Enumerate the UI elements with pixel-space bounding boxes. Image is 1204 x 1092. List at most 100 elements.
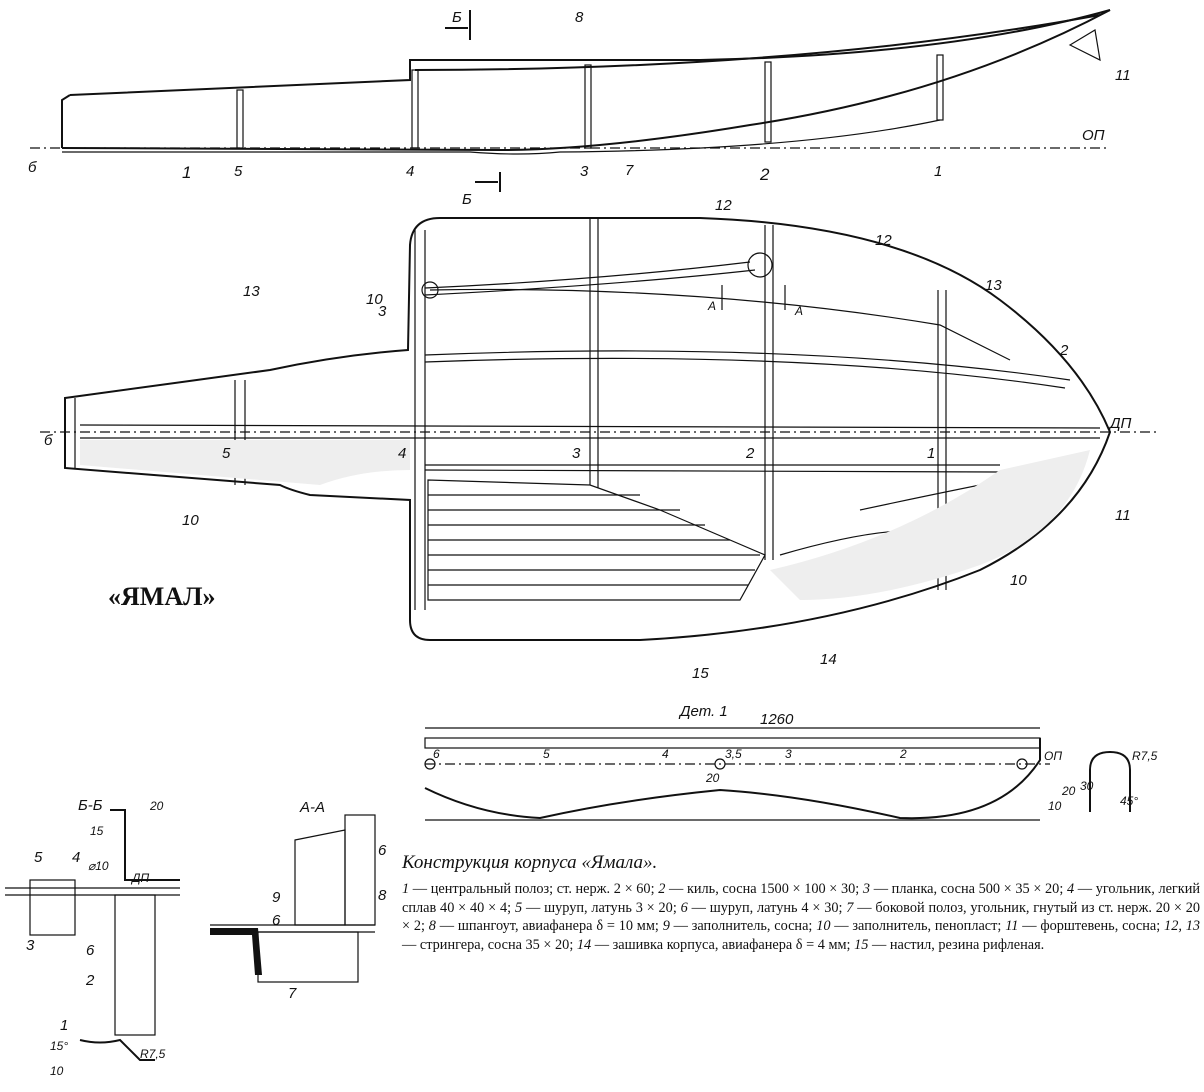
legend-item: 15 — настил, резина рифленая. (854, 936, 1045, 953)
label: 5 (34, 849, 43, 866)
label: 1 (60, 1017, 68, 1034)
label: 6 (272, 912, 281, 929)
label: 20 (149, 799, 164, 813)
label: 10 (50, 1064, 64, 1078)
legend-text: киль, сосна 1500 × 100 × 30; (686, 881, 860, 897)
station: 5 (543, 747, 550, 761)
foam-filler (770, 450, 1090, 600)
foam-filler (80, 440, 410, 485)
label: 45° (1120, 794, 1138, 808)
label: 2 (745, 445, 755, 462)
label: 2 (85, 972, 95, 989)
label: 20 (1061, 784, 1076, 798)
label: 7 (288, 985, 297, 1002)
label: 10 (1048, 799, 1062, 813)
label: 4 (72, 849, 80, 866)
legend-item: 5 — шуруп, латунь 3 × 20; (514, 899, 677, 916)
station: 3 (785, 747, 792, 761)
label: ДП (130, 871, 149, 885)
label: ОП (1044, 749, 1062, 763)
label: 5 (222, 445, 231, 462)
legend-number: 14 (576, 936, 592, 953)
label: 13 (243, 283, 260, 300)
caption-title: Конструкция корпуса «Ямала». (402, 852, 658, 873)
label: б (28, 159, 37, 176)
label: 10 (1010, 572, 1027, 589)
deck-mat (427, 479, 766, 601)
legend-number: 6 (680, 899, 688, 916)
label: Б (462, 191, 472, 208)
legend-text: настил, резина рифленая. (889, 936, 1045, 953)
deck-line (69, 9, 1111, 96)
hull-outline (64, 217, 1112, 641)
legend-text: угольник, легкий сплав 40 × 40 × 4; (402, 881, 1201, 916)
legend-item: 7 — боковой полоз, угольник, гнутый из с… (402, 899, 1201, 935)
label: R7,5 (1132, 749, 1158, 763)
label: 3 (572, 445, 581, 462)
label: 20 (705, 771, 720, 785)
legend-item: 12, 13 — стрингера, сосна 35 × 20; (402, 918, 1201, 953)
label: 4 (398, 445, 406, 462)
label: 12 (715, 197, 732, 214)
label: 6 (86, 942, 95, 959)
label: 5 (234, 163, 243, 180)
label: 1 (182, 163, 191, 182)
legend-number: 8 (428, 918, 436, 934)
legend-number: 10 (816, 918, 831, 934)
legend-text: планка, сосна 500 × 35 × 20; (891, 881, 1064, 897)
legend-number: 5 (514, 899, 523, 916)
station: 3,5 (725, 747, 742, 761)
legend-text: форштевень, сосна; (1040, 918, 1161, 934)
legend-item: 6 — шуруп, латунь 4 × 30; (680, 899, 843, 916)
label: Б (452, 9, 462, 26)
label: 15° (50, 1039, 68, 1053)
legend-number: 11 (1005, 918, 1019, 934)
label: 11 (1115, 507, 1131, 524)
label: 3 (378, 303, 387, 320)
legend-number: 3 (862, 881, 871, 897)
legend-item: 4 — угольник, легкий сплав 40 × 40 × 4; (402, 881, 1201, 916)
station: 6 (433, 747, 440, 761)
legend-number: 15 (854, 936, 869, 953)
detail-title: Дет. 1 (678, 703, 728, 720)
label: 14 (820, 651, 837, 668)
label: 2 (1059, 342, 1069, 359)
side-view: б 1 5 4 3 2 1 ОП 8 11 Б Б (28, 9, 1131, 208)
label: ДП (1108, 415, 1132, 432)
label: ⌀10 (88, 859, 109, 873)
label: 4 (406, 163, 414, 180)
legend-item: 10 — заполнитель, пенопласт; (816, 918, 1002, 934)
figure-caption: Конструкция корпуса «Ямала». 1 — централ… (402, 852, 1200, 954)
label: 15 (692, 665, 709, 682)
legend-text: заполнитель, сосна; (691, 918, 813, 934)
legend-text: центральный полоз; ст. нерж. 2 × 60; (430, 881, 655, 897)
label: А (707, 299, 716, 313)
legend-text: шпангоут, авиафанера δ = 10 мм; (457, 918, 659, 934)
label: 2 (759, 165, 770, 184)
label: 10 (366, 291, 383, 308)
label: б (44, 432, 53, 449)
legend-item: 8 — шпангоут, авиафанера δ = 10 мм; (428, 918, 659, 934)
legend-item: 11 — форштевень, сосна; (1005, 918, 1161, 934)
caption-legend: 1 — центральный полоз; ст. нерж. 2 × 60;… (402, 880, 1200, 954)
legend-item: 9 — заполнитель, сосна; (662, 918, 813, 934)
label: 10 (182, 512, 199, 529)
label: А (794, 304, 803, 318)
detail-length: 1260 (760, 711, 794, 728)
legend-item: 14 — зашивка корпуса, авиафанера δ = 4 м… (576, 936, 851, 953)
label: 6 (378, 842, 387, 859)
frames (236, 29, 1101, 149)
station: 4 (662, 747, 669, 761)
legend-number: 7 (846, 899, 854, 916)
label: 11 (1115, 67, 1131, 84)
legend-text: шуруп, латунь 3 × 20; (544, 899, 677, 916)
label: R7,5 (140, 1047, 166, 1061)
legend-number: 4 (1066, 881, 1075, 897)
label: 15 (90, 824, 104, 838)
bottom-line (61, 9, 1111, 152)
label: 13 (985, 277, 1002, 294)
station: 2 (899, 747, 907, 761)
label: 30 (1080, 779, 1094, 793)
label: 9 (272, 889, 281, 906)
